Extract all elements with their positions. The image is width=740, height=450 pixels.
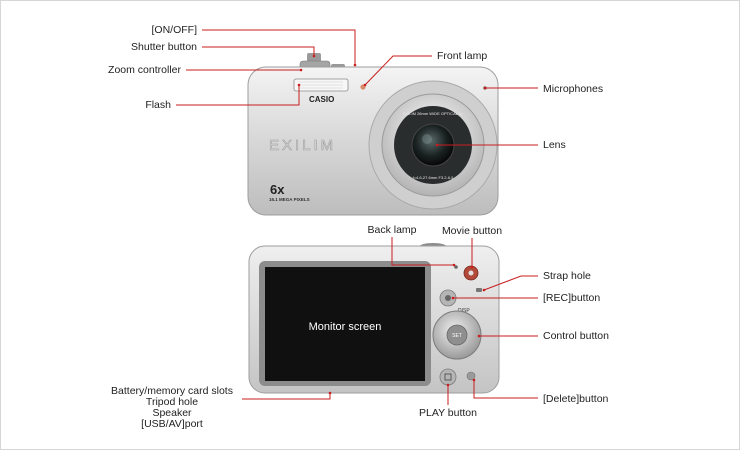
label-battery-slots: Battery/memory card slots bbox=[111, 385, 233, 397]
label-play-button: PLAY button bbox=[419, 407, 477, 419]
brand-logo: CASIO bbox=[309, 95, 334, 104]
label-strap-hole: Strap hole bbox=[543, 270, 591, 282]
lens-ring-text: EXILIM 26mm WIDE OPTICAL 6x bbox=[403, 111, 463, 116]
camera-back-view: DISP SET bbox=[248, 243, 500, 394]
zoom-badge: 6x bbox=[270, 182, 285, 197]
label-speaker: Speaker bbox=[152, 407, 192, 419]
leader-strap bbox=[483, 275, 538, 291]
lens-spec-text: f=4.6-27.6mm F3.2-6.5 bbox=[413, 175, 455, 180]
leader-back-lamp bbox=[391, 237, 454, 266]
strap-hole-shape bbox=[476, 288, 482, 292]
leader-end-dots bbox=[297, 54, 487, 395]
pixels-badge: 16.1 MEGA PIXELS bbox=[269, 197, 310, 202]
leader-lines bbox=[176, 29, 538, 405]
label-on-off: [ON/OFF] bbox=[151, 24, 198, 36]
leader-front-lamp bbox=[364, 55, 432, 86]
label-front-lamp: Front lamp bbox=[437, 50, 488, 62]
shutter-button-shape bbox=[307, 53, 321, 62]
label-tripod-hole: Tripod hole bbox=[145, 396, 199, 408]
monitor-screen-shape bbox=[265, 267, 425, 381]
label-monitor-screen: Monitor screen bbox=[308, 321, 382, 333]
label-shutter-button: Shutter button bbox=[131, 41, 197, 53]
disp-label: DISP bbox=[458, 308, 470, 314]
leader-delete bbox=[473, 380, 538, 399]
label-lens: Lens bbox=[543, 139, 566, 151]
series-logo: EXILIM bbox=[269, 137, 336, 154]
back-lamp-shape bbox=[454, 265, 458, 269]
leader-battery bbox=[242, 393, 331, 400]
label-usb-av-port: [USB/AV]port bbox=[141, 418, 203, 430]
delete-button-shape bbox=[466, 371, 476, 381]
label-rec-button: [REC]button bbox=[543, 292, 601, 304]
leader-shutter bbox=[202, 46, 315, 56]
leader-flash bbox=[176, 85, 300, 106]
label-zoom-controller: Zoom controller bbox=[108, 64, 181, 76]
set-label: SET bbox=[452, 333, 462, 339]
label-movie-button: Movie button bbox=[441, 225, 503, 237]
label-delete-button: [Delete]button bbox=[543, 393, 609, 405]
label-control-button: Control button bbox=[543, 330, 609, 342]
camera-front-view: CASIO EXILIM 6x 16.1 MEGA PIXELS EXILIM … bbox=[247, 53, 499, 216]
label-back-lamp: Back lamp bbox=[367, 224, 417, 236]
label-microphones: Microphones bbox=[543, 83, 604, 95]
set-button-shape bbox=[446, 324, 468, 346]
label-flash: Flash bbox=[145, 99, 171, 111]
leader-on-off bbox=[202, 29, 356, 65]
play-button-shape bbox=[439, 368, 457, 386]
